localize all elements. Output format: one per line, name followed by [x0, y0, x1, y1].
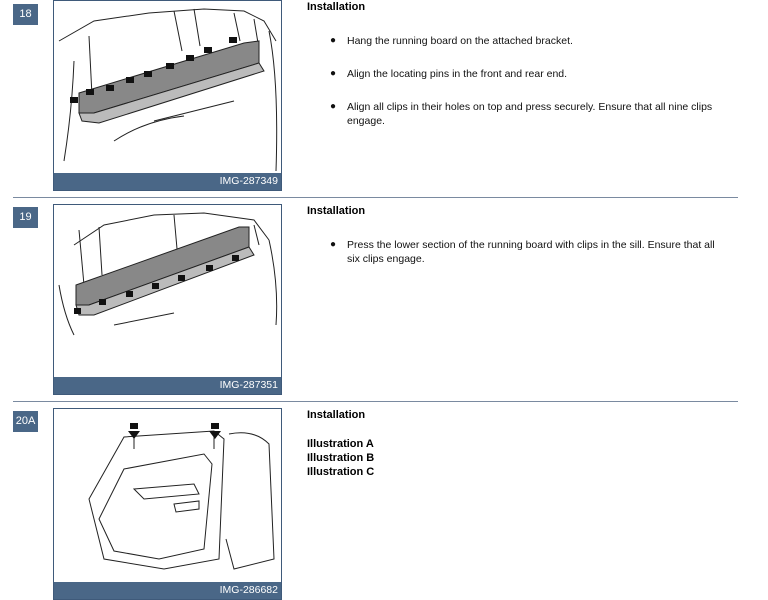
bullet-icon: ● — [330, 101, 337, 112]
illustration-b-link[interactable]: Illustration B — [307, 452, 375, 464]
illustration-a-link[interactable]: Illustration A — [307, 438, 374, 450]
step-20a-illustration[interactable]: IMG-286682 — [53, 408, 282, 600]
illustration-c-link[interactable]: Illustration C — [307, 466, 375, 478]
section-divider — [13, 197, 738, 198]
image-caption: IMG-286682 — [54, 582, 281, 599]
step-18-illustration[interactable]: IMG-287349 — [53, 0, 282, 191]
instruction-list: ●Hang the running board on the attached … — [330, 34, 730, 147]
image-caption: IMG-287351 — [54, 377, 281, 394]
step-heading: Installation — [307, 409, 366, 421]
list-item: ●Hang the running board on the attached … — [330, 35, 573, 47]
list-item: ●Press the lower section of the running … — [330, 239, 715, 265]
running-board-illustration — [58, 212, 278, 336]
step-19-illustration[interactable]: IMG-287351 — [53, 204, 282, 395]
image-caption: IMG-287349 — [54, 173, 281, 190]
bullet-icon: ● — [330, 35, 337, 46]
instruction-list: ●Press the lower section of the running … — [330, 238, 730, 285]
step-heading: Installation — [307, 205, 366, 217]
bullet-icon: ● — [330, 68, 337, 79]
running-board-illustration — [58, 8, 278, 172]
list-item: ●Align all clips in their holes on top a… — [330, 101, 713, 127]
illustration-links: Illustration A Illustration B Illustrati… — [307, 437, 374, 479]
step-number: 19 — [13, 207, 38, 228]
bullet-icon: ● — [330, 239, 337, 250]
list-item: ●Align the locating pins in the front an… — [330, 68, 568, 80]
section-divider — [13, 401, 738, 402]
rear-door-illustration — [88, 423, 275, 570]
step-number: 18 — [13, 4, 38, 25]
step-heading: Installation — [307, 1, 366, 13]
step-number: 20A — [13, 411, 38, 432]
